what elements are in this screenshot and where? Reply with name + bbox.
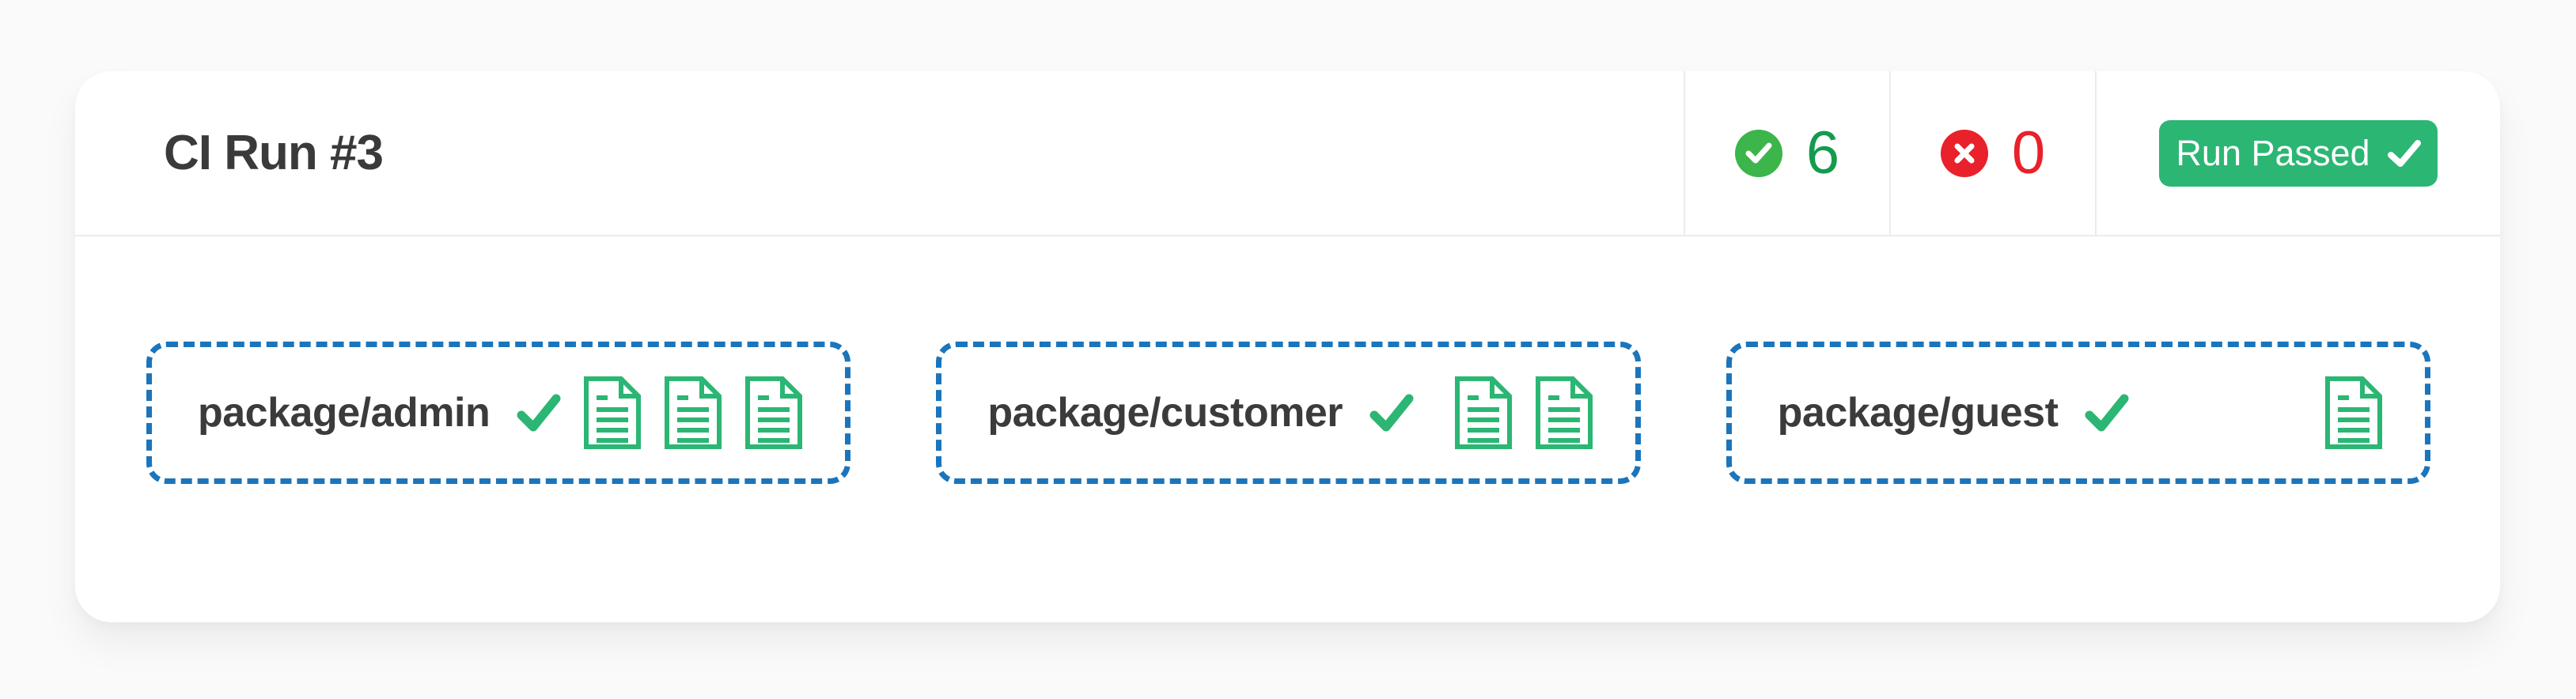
- run-passed-button[interactable]: Run Passed: [2159, 119, 2438, 187]
- check-icon: [1369, 394, 1414, 432]
- card-header: CI Run #3 6 0 Run Passed: [75, 71, 2500, 236]
- package-name: package/admin: [198, 390, 491, 436]
- package-box-customer[interactable]: package/customer: [936, 342, 1641, 484]
- passed-count: 6: [1805, 119, 1840, 187]
- document-icon: [2324, 376, 2382, 449]
- status-button-section: Run Passed: [2095, 71, 2500, 235]
- package-name: package/guest: [1777, 390, 2059, 436]
- document-icons: [1453, 376, 1594, 450]
- check-icon: [517, 394, 561, 432]
- document-icons: [2324, 376, 2384, 450]
- failed-count: 0: [2011, 119, 2046, 187]
- check-icon: [2387, 139, 2421, 167]
- check-circle-icon: [1734, 129, 1782, 177]
- document-icon: [1535, 376, 1593, 449]
- x-circle-icon: [1940, 129, 1988, 177]
- package-name: package/customer: [987, 390, 1343, 436]
- document-icon: [745, 376, 803, 449]
- document-icon: [1454, 376, 1512, 449]
- package-box-guest[interactable]: package/guest: [1726, 342, 2430, 484]
- page-title: CI Run #3: [164, 126, 384, 180]
- packages-row: package/admin: [75, 236, 2500, 484]
- passed-count-section: 6: [1684, 71, 1889, 235]
- run-passed-label: Run Passed: [2176, 132, 2370, 173]
- document-icon: [584, 376, 642, 449]
- document-icons: [582, 376, 804, 450]
- ci-run-card: CI Run #3 6 0 Run Passed: [75, 71, 2500, 622]
- failed-count-section: 0: [1889, 71, 2095, 235]
- package-box-admin[interactable]: package/admin: [146, 342, 851, 484]
- title-section: CI Run #3: [75, 71, 1684, 235]
- document-icon: [665, 376, 722, 449]
- check-icon: [2085, 394, 2129, 432]
